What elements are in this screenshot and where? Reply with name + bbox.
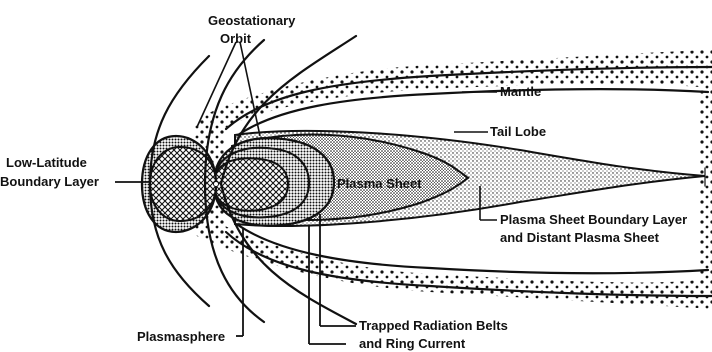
geostationary-label-line1: Geostationary	[208, 13, 296, 28]
tail-lobe-label: Tail Lobe	[490, 124, 546, 139]
trapped-belts-label-line1: Trapped Radiation Belts	[359, 318, 508, 333]
mantle-label: Mantle	[500, 84, 541, 99]
geostationary-label-line2: Orbit	[220, 31, 252, 46]
plasmasphere-label: Plasmasphere	[137, 329, 225, 344]
psbl-label-line2: and Distant Plasma Sheet	[500, 230, 660, 245]
plasma-sheet-label: Plasma Sheet	[337, 176, 422, 191]
low-latitude-label-line2: Boundary Layer	[0, 174, 99, 189]
trapped-belts-label-line2: and Ring Current	[359, 336, 466, 351]
low-latitude-label-line1: Low-Latitude	[6, 155, 87, 170]
earth-marker	[214, 182, 219, 187]
psbl-label-line1: Plasma Sheet Boundary Layer	[500, 212, 687, 227]
